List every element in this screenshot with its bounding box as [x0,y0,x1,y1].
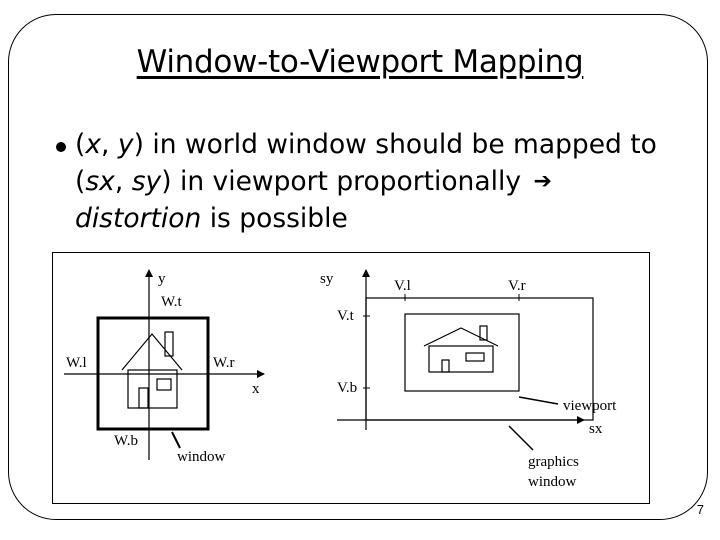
window-pointer [171,431,181,449]
v-t-label: V.t [337,308,355,324]
world-window-rect [96,316,210,431]
viewport-label: viewport [563,398,617,414]
graphics-label-2: window [528,474,577,490]
graphics-window-rect [365,297,594,421]
bullet-dot [56,142,66,152]
bullet-text: (x, y) in world window should be mapped … [75,129,657,234]
sy-axis-label: sy [320,271,334,287]
window-label: window [177,449,226,465]
slide-border [8,14,708,520]
w-l-label: W.l [66,355,87,371]
graphics-label-1: graphics [528,454,579,470]
page-number: 7 [696,502,704,517]
viewport-rect [404,313,520,392]
house-icon [121,331,183,409]
x-axis-label: x [252,381,260,397]
viewport-pointer [518,396,559,405]
sx-axis-label: sx [589,421,603,437]
world-diagram: y W.t W.l W.r x W.b window [64,269,265,465]
screen-diagram: sy V.l V.r V.t V.b viewport sx graphics … [320,269,617,490]
house-icon [423,325,499,373]
v-r-label: V.r [508,278,526,294]
arrow-icon: ➔ [533,169,552,194]
v-b-label: V.b [337,380,357,396]
mapping-figure: y W.t W.l W.r x W.b window [52,252,650,504]
v-l-label: V.l [394,278,411,294]
w-b-label: W.b [114,433,138,449]
graphics-pointer [508,425,534,451]
slide-title: Window-to-Viewport Mapping [136,44,584,80]
w-t-label: W.t [161,294,183,310]
w-r-label: W.r [213,355,235,371]
y-axis-label: y [158,271,166,287]
